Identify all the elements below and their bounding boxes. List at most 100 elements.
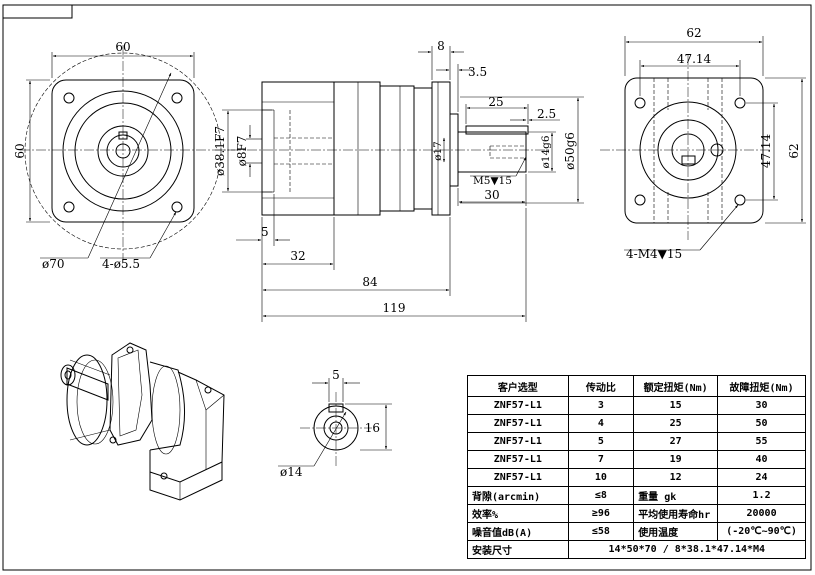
dim-total-len: 119	[383, 301, 406, 315]
cell-ratio: 5	[567, 432, 635, 451]
cell-fault-torque: 55	[717, 432, 806, 451]
header-fault-torque: 故障扭矩(Nm)	[717, 375, 806, 397]
isometric-view	[60, 342, 225, 501]
spec-efficiency-row: 效率% ≥96 平均使用寿命hr 20000	[467, 504, 806, 523]
dim-key-height: 16	[365, 421, 380, 435]
shaft-section-outer	[313, 405, 359, 451]
gear-housing	[333, 81, 381, 216]
mounting-hole	[63, 92, 75, 104]
dim-section-dia: ø14	[280, 465, 303, 479]
dim-pilot-dia: ø38.1F7	[213, 126, 227, 176]
tapped-hole	[634, 97, 646, 109]
tapped-hole	[734, 194, 746, 206]
dim-shoulder: 3.5	[468, 65, 487, 79]
dim-shaft-dia: ø14g6	[540, 135, 552, 168]
value-backlash: ≤8	[567, 486, 635, 505]
dim-tapped-holes: 4-M4▼15	[626, 247, 682, 261]
cell-ratio: 4	[567, 414, 635, 433]
pcd-circle	[24, 52, 222, 250]
cell-rated-torque: 19	[633, 450, 719, 469]
dim-shaft-neck: ø17	[432, 141, 444, 161]
dim-key-len: 25	[488, 95, 503, 109]
value-temperature: (-20℃~90℃)	[717, 522, 806, 541]
cell-rated-torque: 12	[633, 468, 719, 487]
header-model: 客户选型	[467, 375, 569, 397]
value-weight: 1.2	[717, 486, 806, 505]
label-efficiency: 效率%	[467, 504, 569, 523]
header-rated-torque: 额定扭矩(Nm)	[633, 375, 719, 397]
cell-ratio: 3	[567, 396, 635, 415]
dim-front-height: 60	[13, 143, 27, 158]
dim-key-width: 5	[332, 368, 340, 382]
cell-rated-torque: 15	[633, 396, 719, 415]
dim-pcd: ø70	[42, 257, 65, 271]
spec-header-row: 客户选型 传动比 额定扭矩(Nm) 故障扭矩(Nm)	[467, 375, 806, 397]
spec-mounting-row: 安装尺寸 14*50*70 / 8*38.1*47.14*M4	[467, 540, 807, 559]
table-row: ZNF57-L1 3 15 30	[467, 396, 806, 415]
spec-backlash-row: 背隙(arcmin) ≤8 重量 gk 1.2	[467, 486, 806, 505]
label-noise: 噪音值dB(A)	[467, 522, 569, 541]
label-backlash: 背隙(arcmin)	[467, 486, 569, 505]
output-square-flange	[624, 77, 764, 224]
dim-pcd-h: 47.14	[677, 52, 712, 66]
cell-model: ZNF57-L1	[467, 414, 569, 433]
shaft-section-view: 5 16 ø14	[278, 368, 392, 479]
dim-input-depth: 5	[261, 225, 269, 239]
dim-right-width: 62	[686, 26, 701, 40]
cell-rated-torque: 25	[633, 414, 719, 433]
tapped-hole	[634, 194, 646, 206]
table-row: ZNF57-L1 7 19 40	[467, 450, 806, 469]
right-view: 62 47.14 47.14 62 4-M4▼15	[600, 26, 806, 261]
label-mounting: 安装尺寸	[467, 540, 569, 559]
output-shaft	[457, 131, 527, 173]
dim-tap: M5▼15	[473, 175, 512, 187]
value-service-life: 20000	[717, 504, 806, 523]
cell-model: ZNF57-L1	[467, 450, 569, 469]
cell-ratio: 7	[567, 450, 635, 469]
value-efficiency: ≥96	[567, 504, 635, 523]
dim-shaft-len: 30	[484, 188, 499, 202]
mounting-hole	[171, 201, 183, 213]
dim-flange-thk: 8	[437, 39, 445, 53]
dim-key-offset: 2.5	[537, 107, 556, 121]
dim-spigot-dia: ø50g6	[563, 132, 577, 170]
table-row: ZNF57-L1 10 12 24	[467, 468, 806, 487]
cell-fault-torque: 30	[717, 396, 806, 415]
side-view: 8 3.5 25 2.5 ø38.1F7 ø8F7 ø17 ø14g6	[213, 39, 584, 322]
cell-rated-torque: 27	[633, 432, 719, 451]
title-tab	[3, 5, 73, 19]
front-view: 60 60 ø70 4-ø5.5	[13, 40, 235, 271]
dim-pcd-v: 47.14	[759, 133, 773, 168]
header-ratio: 传动比	[567, 375, 635, 397]
tapped-hole	[734, 97, 746, 109]
spec-table: 客户选型 传动比 额定扭矩(Nm) 故障扭矩(Nm) ZNF57-L1 3 15…	[467, 375, 807, 559]
cell-ratio: 10	[567, 468, 635, 487]
spec-noise-row: 噪音值dB(A) ≤58 使用温度 (-20℃~90℃)	[467, 522, 806, 541]
label-temperature: 使用温度	[633, 522, 719, 541]
cell-fault-torque: 24	[717, 468, 806, 487]
label-weight: 重量 gk	[633, 486, 719, 505]
cell-fault-torque: 50	[717, 414, 806, 433]
dim-input-dia: ø8F7	[235, 136, 249, 167]
table-row: ZNF57-L1 5 27 55	[467, 432, 806, 451]
cell-model: ZNF57-L1	[467, 468, 569, 487]
dim-adapter-len: 32	[290, 249, 305, 263]
value-noise: ≤58	[567, 522, 635, 541]
mounting-hole	[63, 201, 75, 213]
dim-right-height: 62	[787, 143, 801, 158]
dim-front-width: 60	[115, 40, 130, 54]
sheet-border	[2, 4, 812, 571]
shaft-key	[465, 125, 529, 135]
square-flange	[51, 79, 195, 223]
table-row: ZNF57-L1 4 25 50	[467, 414, 806, 433]
dim-holes: 4-ø5.5	[102, 257, 140, 271]
mounting-hole	[171, 92, 183, 104]
cell-model: ZNF57-L1	[467, 396, 569, 415]
value-mounting: 14*50*70 / 8*38.1*47.14*M4	[567, 540, 807, 559]
cell-model: ZNF57-L1	[467, 432, 569, 451]
label-service-life: 平均使用寿命hr	[633, 504, 719, 523]
cell-fault-torque: 40	[717, 450, 806, 469]
dim-body-len: 84	[362, 275, 378, 289]
